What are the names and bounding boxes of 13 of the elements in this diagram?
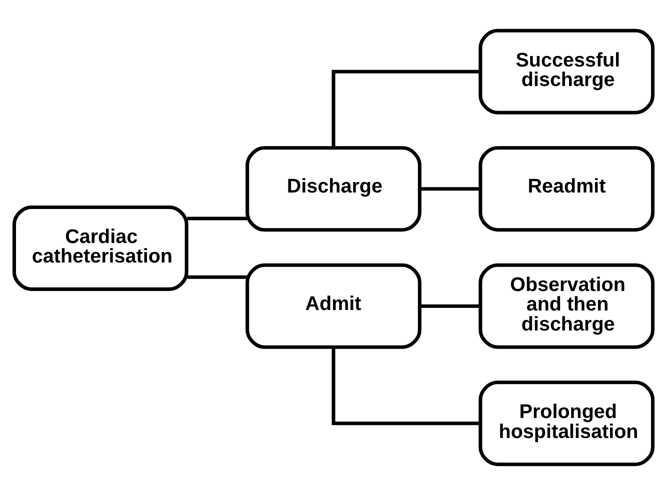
connector: [187, 275, 248, 279]
connector: [420, 187, 480, 191]
node-box: Prolonged hospitalisation: [478, 380, 655, 466]
node-box: Cardiac catheterisation: [12, 205, 188, 291]
connector: [420, 304, 480, 308]
node-box: Successful discharge: [478, 28, 655, 114]
node-box: Observation and then discharge: [478, 263, 655, 349]
node-box: Discharge: [246, 146, 422, 232]
node-box: Admit: [246, 263, 422, 349]
connector: [332, 347, 480, 426]
node-box: Readmit: [478, 146, 655, 232]
connector: [187, 216, 248, 220]
connector: [332, 70, 480, 148]
